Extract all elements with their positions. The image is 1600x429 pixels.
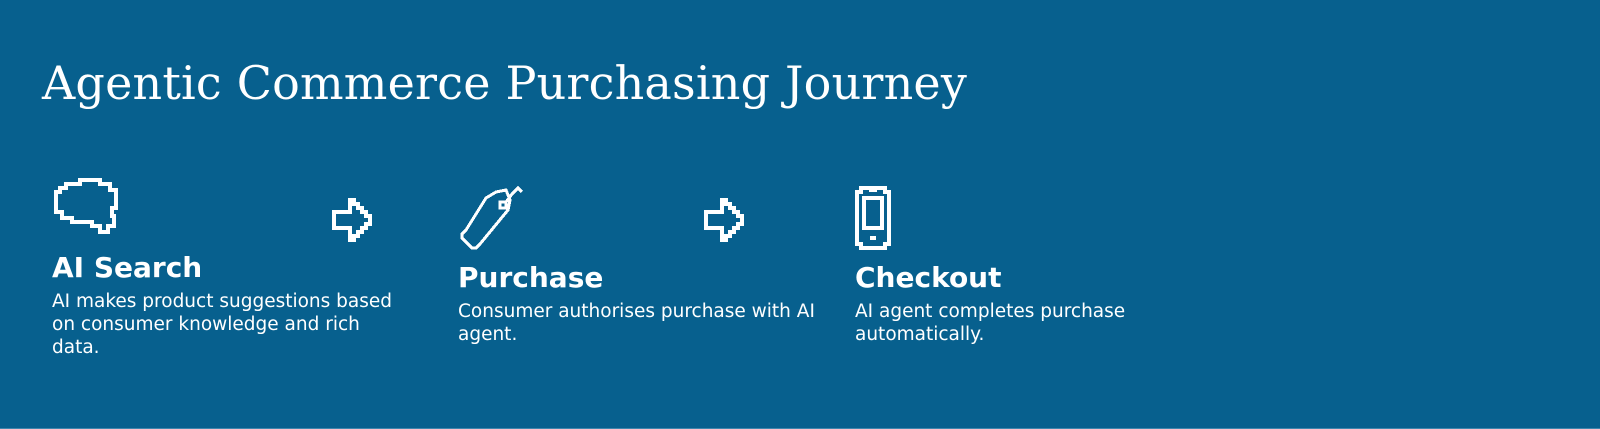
arrow-right-icon (332, 198, 374, 242)
step-description: AI makes product suggestions based on co… (52, 291, 393, 358)
step-title: Checkout (855, 261, 1002, 294)
step-description: AI agent completes purchase automaticall… (855, 301, 1126, 345)
step-title: AI Search (52, 251, 203, 284)
step-title: Purchase (458, 261, 604, 294)
page-title: Agentic Commerce Purchasing Journey (42, 56, 968, 110)
step-description: Consumer authorises purchase with AI age… (458, 301, 815, 345)
speech-bubble-icon (52, 178, 120, 236)
price-tag-icon (458, 186, 524, 252)
arrow-right-icon (704, 198, 746, 242)
smartphone-icon (855, 186, 891, 250)
